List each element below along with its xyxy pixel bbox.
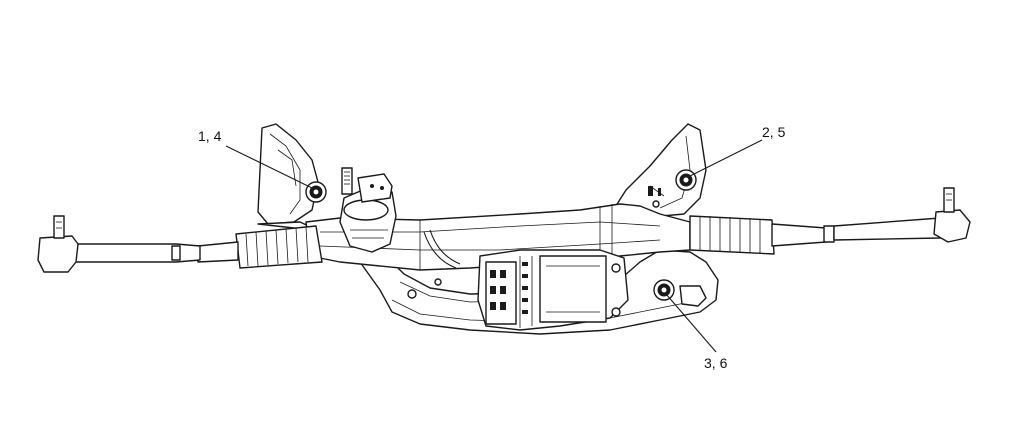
mounting-bolt-2-5	[675, 169, 697, 191]
mounting-bolt-3-6	[653, 279, 675, 301]
pinion-valve-assembly	[339, 167, 397, 253]
callout-label-2-5: 2, 5	[762, 124, 786, 140]
leader-line-2-5	[689, 139, 763, 177]
right-bellows-tie-rod	[689, 187, 971, 255]
callout-label-3-6: 3, 6	[704, 355, 728, 371]
left-bellows-tie-rod	[37, 215, 323, 273]
callout-label-1-4: 1, 4	[198, 128, 222, 144]
leader-line-3-6	[665, 293, 717, 353]
leader-line-1-4	[225, 145, 313, 189]
motor-control-unit	[477, 249, 629, 331]
mounting-bolt-1-4	[305, 181, 327, 203]
